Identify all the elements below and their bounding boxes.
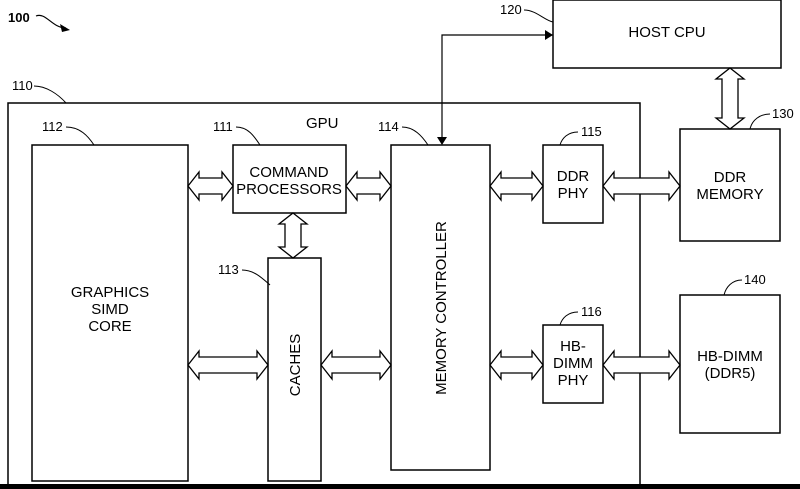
memory-controller-label: MEMORY CONTROLLER xyxy=(433,221,450,395)
command-processors-ref-leader xyxy=(235,126,261,146)
ddr-memory-ref: 130 xyxy=(772,106,794,121)
host-cpu-to-memory-controller-line xyxy=(441,34,553,137)
hbdimm-phy-box xyxy=(542,324,604,404)
arrow-simd-command xyxy=(187,170,234,202)
command-processors-label-2: PROCESSORS xyxy=(236,181,342,198)
simd-core-ref: 112 xyxy=(42,119,63,134)
simd-core-ref-leader xyxy=(65,126,95,146)
arrow-ddrphy-ddrmemory xyxy=(602,170,681,202)
hbdimm-ref: 140 xyxy=(744,272,766,287)
arrow-hbdimmphy-hbdimm xyxy=(602,349,681,381)
caches-ref-leader xyxy=(241,269,271,286)
hbdimm-label-1: HB-DIMM xyxy=(697,348,763,365)
ddr-memory-box xyxy=(679,128,781,242)
simd-core-label-2: SIMD xyxy=(91,301,129,318)
hbdimm-ref-leader xyxy=(723,279,743,296)
ddr-phy-ref-leader xyxy=(559,131,579,146)
hbdimm-phy-label-3: PHY xyxy=(558,372,589,389)
simd-core-label-1: GRAPHICS xyxy=(71,284,149,301)
gpu-ref-leader xyxy=(33,85,67,104)
hbdimm-phy-label-2: DIMM xyxy=(553,355,593,372)
command-processors-label-1: COMMAND xyxy=(249,164,328,181)
arrow-command-caches xyxy=(277,212,309,259)
gpu-ref: 110 xyxy=(12,78,33,93)
hbdimm-box xyxy=(679,294,781,434)
arrow-command-memctrl xyxy=(345,170,392,202)
arrow-caches-memctrl xyxy=(320,349,392,381)
memory-controller-ref-leader xyxy=(401,126,429,146)
ddr-phy-ref: 115 xyxy=(581,124,602,139)
arrow-simd-caches xyxy=(187,349,269,381)
ddr-memory-ref-leader xyxy=(749,113,771,130)
ddr-phy-label-1: DDR xyxy=(557,168,590,185)
ddr-phy-label-2: PHY xyxy=(558,185,589,202)
command-processors-box xyxy=(232,144,347,214)
caches-label: CACHES xyxy=(287,334,304,397)
gpu-label: GPU xyxy=(306,115,339,132)
caches-ref: 113 xyxy=(218,262,239,277)
caches-box xyxy=(267,257,322,482)
ddr-memory-label-1: DDR xyxy=(714,169,747,186)
memory-controller-arrowhead xyxy=(437,137,447,145)
ddr-phy-box xyxy=(542,144,604,224)
simd-core-label-3: CORE xyxy=(88,318,131,335)
ddr-memory-label-2: MEMORY xyxy=(696,186,763,203)
memory-controller-ref: 114 xyxy=(378,119,399,134)
memory-controller-box xyxy=(390,144,491,471)
host-cpu-box xyxy=(552,0,782,69)
figure-ref: 100 xyxy=(8,10,30,25)
hbdimm-phy-ref-leader xyxy=(559,311,579,326)
host-cpu-ref: 120 xyxy=(500,2,522,17)
figure-ref-arrowhead xyxy=(60,24,70,32)
block-arrows xyxy=(187,67,746,381)
hbdimm-phy-ref: 116 xyxy=(581,304,602,319)
arrow-hostcpu-ddrmemory xyxy=(714,67,746,130)
host-cpu-ref-leader xyxy=(523,9,554,23)
arrow-memctrl-ddrphy xyxy=(489,170,544,202)
simd-core-box xyxy=(31,144,189,482)
command-processors-ref: 111 xyxy=(213,119,233,134)
arrow-memctrl-hbdimmphy xyxy=(489,349,544,381)
host-cpu-label: HOST CPU xyxy=(628,24,705,41)
hbdimm-label-2: (DDR5) xyxy=(705,365,756,382)
host-cpu-arrowhead xyxy=(545,30,553,40)
hbdimm-phy-label-1: HB- xyxy=(560,338,586,355)
